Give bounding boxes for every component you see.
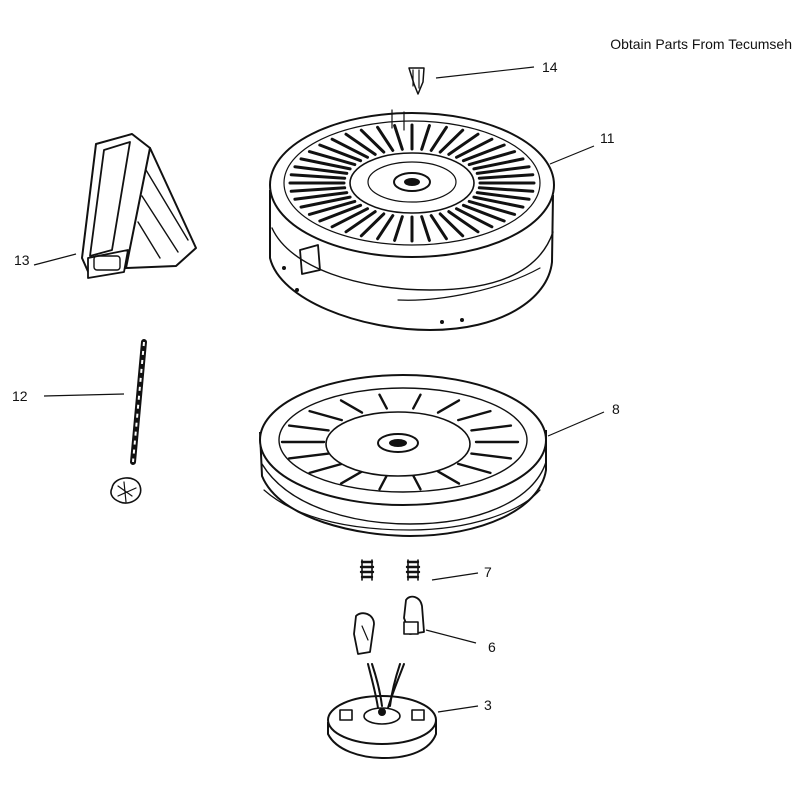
callout-label-13: 13 <box>14 252 30 268</box>
housing-fin <box>475 165 531 175</box>
housing-fin <box>455 137 494 159</box>
housing-fin <box>359 128 386 154</box>
callout-label-7: 7 <box>484 564 492 580</box>
housing-fin <box>461 203 506 223</box>
pulley-vane <box>436 470 461 485</box>
callout-14: 14 <box>435 59 558 79</box>
pulley-vane <box>308 462 343 475</box>
part-7-dog-springs <box>359 559 421 581</box>
housing-fin <box>299 157 352 171</box>
pulley-vane <box>412 393 422 410</box>
pulley-vane <box>287 452 330 460</box>
callout-3: 3 <box>437 697 492 713</box>
housing-fin <box>307 199 357 216</box>
housing-fin <box>438 212 465 238</box>
housing-fin <box>393 124 404 151</box>
callout-7: 7 <box>431 564 492 581</box>
housing-fin <box>420 124 431 151</box>
housing-fin <box>472 157 525 171</box>
housing-fin <box>318 143 363 163</box>
housing-fin <box>393 215 404 242</box>
housing-fin <box>376 214 395 241</box>
housing-fin <box>455 207 494 229</box>
callout-label-11: 11 <box>600 130 615 146</box>
housing-fin <box>289 173 347 180</box>
callout-label-3: 3 <box>484 697 492 713</box>
pulley-vane <box>436 399 461 414</box>
housing-fin <box>477 173 535 180</box>
housing-fin <box>376 125 395 152</box>
pulley-vane <box>308 409 343 422</box>
part-14-retainer-pin <box>408 67 425 95</box>
housing-fin <box>289 186 347 193</box>
housing-fin <box>330 207 369 229</box>
callout-13: 13 <box>14 252 77 268</box>
housing-fin <box>467 150 517 167</box>
housing-fin <box>359 212 386 238</box>
supplier-note: Obtain Parts From Tecumseh <box>610 36 792 52</box>
pulley-vane <box>412 474 422 491</box>
housing-fin <box>447 210 480 234</box>
part-11-starter-housing <box>269 109 555 331</box>
housing-fin <box>472 195 525 209</box>
housing-fin <box>467 199 517 216</box>
pulley-vane <box>457 409 492 422</box>
callout-11: 11 <box>549 130 615 165</box>
housing-fin <box>293 191 349 201</box>
housing-fin <box>438 128 465 154</box>
housing-fin <box>461 143 506 163</box>
callout-8: 8 <box>547 401 620 437</box>
pulley-vane <box>470 424 513 432</box>
part-13-rope-handle <box>81 133 197 279</box>
housing-fin <box>307 150 357 167</box>
housing-fin <box>420 215 431 242</box>
pulley-vane <box>457 462 492 475</box>
pulley-vane <box>339 470 364 485</box>
pulley-vane <box>378 474 388 491</box>
part-6-starter-dogs <box>353 595 425 655</box>
housing-fin <box>447 132 480 156</box>
housing-fin <box>475 191 531 201</box>
housing-fin <box>318 203 363 223</box>
part-8-starter-pulley <box>259 374 547 537</box>
housing-fin <box>293 165 349 175</box>
housing-fin <box>429 125 448 152</box>
part-12-starter-rope <box>110 339 147 504</box>
housing-fin <box>344 210 377 234</box>
callout-label-6: 6 <box>488 639 496 655</box>
callout-label-8: 8 <box>612 401 620 417</box>
pulley-vane <box>378 393 388 410</box>
housing-fin <box>429 214 448 241</box>
housing-fin <box>344 132 377 156</box>
callout-label-12: 12 <box>12 388 28 404</box>
housing-fin <box>299 195 352 209</box>
callout-label-14: 14 <box>542 59 558 75</box>
pulley-vane <box>339 399 364 414</box>
part-3-retainer <box>327 663 437 759</box>
pulley-vane <box>287 424 330 432</box>
pulley-vane <box>470 452 513 460</box>
housing-fin <box>477 186 535 193</box>
housing-fin <box>330 137 369 159</box>
callout-6: 6 <box>425 629 496 655</box>
callout-12: 12 <box>12 388 125 404</box>
